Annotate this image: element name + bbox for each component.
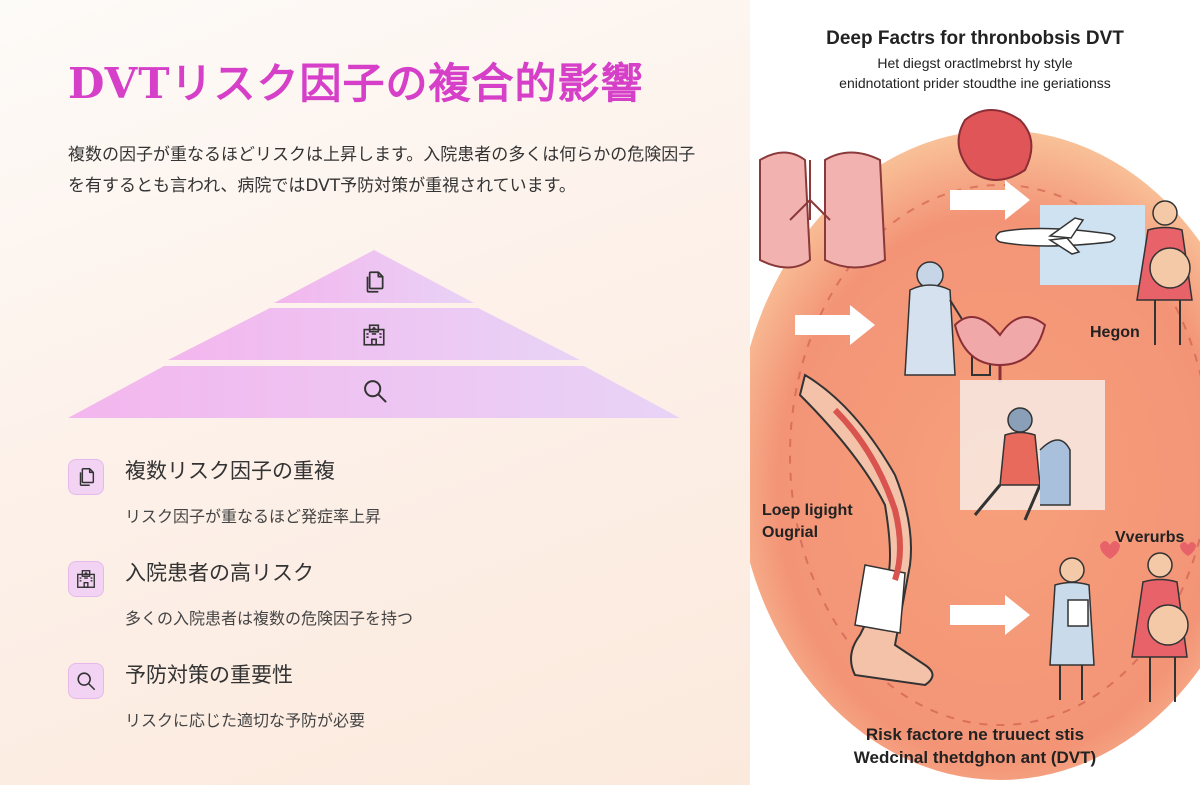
- arrow-icon: [950, 595, 1030, 635]
- pyramid-top-tier: [274, 250, 474, 303]
- illustration-label: Vverurbs: [1115, 529, 1185, 546]
- lungs-icon: [759, 151, 887, 269]
- pregnant-woman-icon: [1136, 200, 1193, 345]
- documents-icon: [361, 269, 389, 297]
- heart-icon: [1180, 542, 1196, 556]
- hospital-icon: [68, 561, 104, 597]
- illustration-subheading: enidnotationt prider stoudthe ine geriat…: [839, 75, 1111, 91]
- illustration-caption: Risk factore ne truuect stis: [865, 725, 1085, 744]
- item-subtitle: リスクに応じた適切な予防が必要: [125, 711, 366, 730]
- illustration-subheading: Het diegst oractlmebrst hy style: [877, 55, 1073, 71]
- list-item: 複数リスク因子の重複 リスク因子が重なるほど発症率上昇: [68, 455, 688, 557]
- item-title: 予防対策の重要性: [125, 663, 293, 687]
- doctor-icon: [1049, 557, 1095, 700]
- heart-organ-icon: [957, 109, 1033, 181]
- content-panel: DVTリスク因子の複合的影響 複数の因子が重なるほどリスクは上昇します。入院患者…: [0, 0, 750, 785]
- list-item: 入院患者の高リスク 多くの入院患者は複数の危険因子を持つ: [68, 557, 688, 659]
- dvt-illustration: Deep Factrs for thronbobsis DVT Het dieg…: [750, 0, 1200, 785]
- seated-patient-icon: [960, 380, 1105, 521]
- description-text: 複数の因子が重なるほどリスクは上昇します。入院患者の多くは何らかの危険因子を有す…: [68, 145, 696, 196]
- leg-bandage-icon: [798, 373, 934, 687]
- heart-icon: [1100, 541, 1120, 559]
- pregnant-woman-icon: [1131, 552, 1189, 702]
- arrow-icon: [795, 305, 875, 345]
- item-title: 入院患者の高リスク: [125, 561, 314, 585]
- page-title: DVTリスク因子の複合的影響: [68, 59, 644, 108]
- hospital-icon: [361, 322, 389, 350]
- pyramid-bottom-tier: [68, 366, 680, 418]
- risk-factor-list: 複数リスク因子の重複 リスク因子が重なるほど発症率上昇 入院患者の高リスク 多く…: [68, 455, 688, 761]
- illustration-label: Loep ligight Ougrial: [762, 502, 853, 541]
- arrow-icon: [950, 180, 1030, 220]
- search-icon: [68, 663, 104, 699]
- search-icon: [361, 377, 389, 405]
- item-subtitle: リスク因子が重なるほど発症率上昇: [125, 507, 382, 526]
- patient-with-walker-icon: [904, 261, 991, 376]
- list-item: 予防対策の重要性 リスクに応じた適切な予防が必要: [68, 659, 688, 761]
- illustration-caption: Wedcinal thetdghon ant (DVT): [853, 748, 1097, 767]
- item-title: 複数リスク因子の重複: [125, 459, 335, 483]
- airplane-icon: [995, 217, 1116, 255]
- illustration-label: Hegon: [1090, 324, 1140, 341]
- illustration-heading: Deep Factrs for thronbobsis DVT: [826, 28, 1124, 49]
- risk-pyramid: [68, 250, 680, 420]
- item-subtitle: 多くの入院患者は複数の危険因子を持つ: [125, 609, 414, 628]
- documents-icon: [68, 459, 104, 495]
